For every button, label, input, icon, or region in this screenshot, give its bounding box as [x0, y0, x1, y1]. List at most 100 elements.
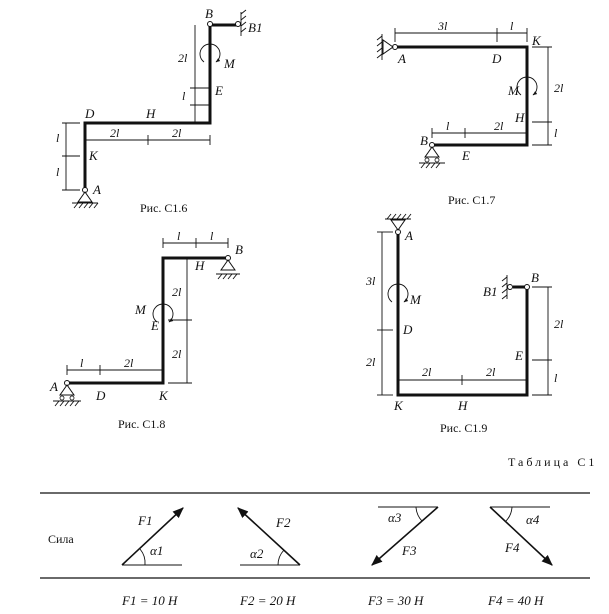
pin-support-a-c1-9	[385, 213, 412, 235]
dim-3-c1-6: 2l	[110, 126, 120, 140]
table-title: Таблица С1	[508, 455, 597, 469]
dim-5-c1-7: l	[446, 119, 450, 133]
force-f2: F2 α2	[237, 507, 301, 566]
angle-alpha3: α3	[388, 510, 402, 525]
dimensions-c1-9	[377, 231, 552, 396]
point-b-c1-9: B	[531, 270, 539, 285]
figure-c1-7: A D K H E B 3l l 2l l l 2l M Рис. С1.7	[376, 19, 564, 207]
moment-label-c1-8: M	[134, 302, 147, 317]
vector-f2: F2	[275, 515, 291, 530]
point-a-c1-9: A	[404, 228, 413, 243]
rod-support-b-c1-9	[501, 275, 530, 300]
point-b-c1-7: B	[420, 133, 428, 148]
dimensions-c1-6	[62, 25, 211, 191]
point-d-c1-8: D	[95, 388, 106, 403]
point-b1-c1-6: B1	[248, 20, 262, 35]
frame-c1-6	[83, 23, 238, 190]
caption-c1-6: Рис. С1.6	[140, 201, 187, 215]
point-b-c1-8: B	[235, 242, 243, 257]
dim-1-c1-9: 3l	[365, 274, 376, 288]
angle-alpha4: α4	[526, 512, 540, 527]
caption-c1-8: Рис. С1.8	[118, 417, 165, 431]
dim-1-c1-7: 3l	[437, 19, 448, 33]
moment-label-c1-6: M	[223, 56, 236, 71]
point-e-c1-7: E	[461, 148, 470, 163]
point-e-c1-9: E	[514, 348, 523, 363]
point-a-c1-6: A	[92, 182, 101, 197]
dim-3-c1-7: 2l	[554, 81, 564, 95]
dim-2-c1-9: 2l	[366, 355, 376, 369]
dimensions-c1-7	[394, 28, 552, 146]
value-f1: F1 = 10 Н	[121, 593, 178, 608]
figure-c1-9: A D K H E B B1 3l 2l 2l 2l 2l l M Рис. С…	[365, 213, 564, 435]
row-label-force: Сила	[48, 532, 74, 546]
moment-arrow-c1-8	[152, 303, 174, 323]
force-f1: F1 α1	[121, 507, 184, 566]
force-f3: F3 α3	[371, 506, 439, 566]
moment-arrow-c1-7	[516, 76, 538, 96]
point-e-c1-6: E	[214, 83, 223, 98]
moment-arrow-c1-6	[199, 43, 221, 63]
point-d-c1-7: D	[491, 51, 502, 66]
dim-1-c1-8: l	[80, 356, 84, 370]
roller-support-b-c1-8	[216, 255, 240, 280]
dim-6-c1-8: l	[210, 229, 214, 243]
roller-support-b-c1-7	[419, 142, 445, 169]
dim-3-c1-9: 2l	[422, 365, 432, 379]
moment-arrow-c1-9	[387, 283, 409, 303]
value-f3: F3 = 30 Н	[367, 593, 424, 608]
angle-alpha2: α2	[250, 546, 264, 561]
frame-c1-8	[67, 256, 228, 385]
dimensions-c1-8	[66, 238, 229, 384]
point-h-c1-7: H	[514, 110, 525, 125]
value-f4: F4 = 40 Н	[487, 593, 544, 608]
vector-f4: F4	[504, 540, 520, 555]
dim-5-c1-9: 2l	[554, 317, 564, 331]
caption-c1-7: Рис. С1.7	[448, 193, 495, 207]
dim-5-c1-6: l	[182, 89, 186, 103]
dim-3-c1-8: 2l	[172, 285, 182, 299]
frame-c1-9	[396, 232, 529, 397]
vector-f1: F1	[137, 513, 152, 528]
point-b-c1-6: B	[205, 6, 213, 21]
rod-support-b-c1-6	[207, 9, 247, 36]
dim-6-c1-7: 2l	[494, 119, 504, 133]
point-b1-c1-9: B1	[483, 284, 497, 299]
dim-6-c1-9: l	[554, 371, 558, 385]
dim-2-c1-7: l	[510, 19, 514, 33]
point-k-c1-9: K	[393, 398, 404, 413]
force-table: Таблица С1 Сила F1 α1 F2 α2 F3 α3	[40, 455, 597, 608]
dim-4-c1-8: 2l	[172, 347, 182, 361]
pin-support-a-c1-7	[376, 34, 398, 60]
roller-support-a-c1-8	[53, 380, 81, 407]
figure-c1-6: A K D H E B B1 l l 2l 2l l 2l M Рис. С1.…	[56, 6, 262, 215]
point-a-c1-7: A	[397, 51, 406, 66]
caption-c1-9: Рис. С1.9	[440, 421, 487, 435]
dim-5-c1-8: l	[177, 229, 181, 243]
dim-4-c1-9: 2l	[486, 365, 496, 379]
value-f2: F2 = 20 Н	[239, 593, 296, 608]
point-h-c1-6: H	[145, 106, 156, 121]
pin-support-a-c1-6	[72, 187, 99, 209]
dim-2-c1-8: 2l	[124, 356, 134, 370]
dim-1-c1-6: l	[56, 131, 60, 145]
point-k-c1-6: K	[88, 148, 99, 163]
point-k-c1-8: K	[158, 388, 169, 403]
point-d-c1-9: D	[402, 322, 413, 337]
point-h-c1-8: H	[194, 258, 205, 273]
point-e-c1-8: E	[150, 318, 159, 333]
point-h-c1-9: H	[457, 398, 468, 413]
moment-label-c1-9: M	[409, 292, 422, 307]
angle-alpha1: α1	[150, 543, 163, 558]
point-d-c1-6: D	[84, 106, 95, 121]
figure-c1-8: A D K E H B l 2l 2l 2l l l M Рис. С1.8	[49, 229, 243, 431]
dim-4-c1-7: l	[554, 126, 558, 140]
vector-f3: F3	[401, 543, 417, 558]
dim-4-c1-6: 2l	[172, 126, 182, 140]
frame-c1-7	[395, 45, 529, 147]
point-a-c1-8: A	[49, 379, 58, 394]
dim-6-c1-6: 2l	[178, 51, 188, 65]
point-k-c1-7: K	[531, 33, 542, 48]
force-f4: F4 α4	[489, 506, 553, 566]
